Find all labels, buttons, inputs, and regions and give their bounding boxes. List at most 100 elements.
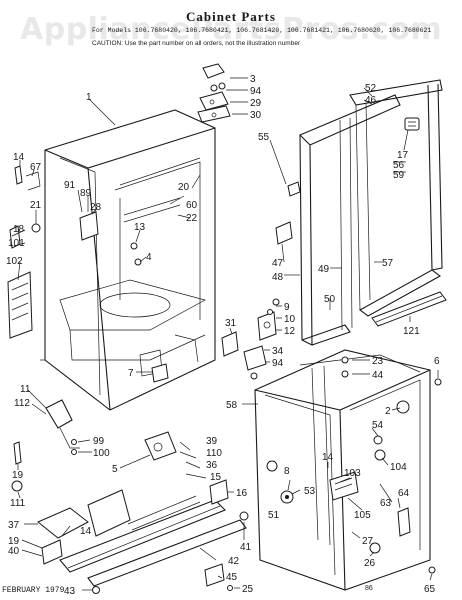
callout-16: 16: [236, 488, 248, 499]
right-cabinet-shell: [254, 349, 431, 591]
roller-43: [92, 586, 100, 594]
control-housing-103: [329, 471, 359, 501]
callout-20: 20: [178, 182, 190, 193]
callout-2: 2: [385, 406, 391, 417]
screw-14: [14, 165, 23, 185]
callout-57: 57: [382, 258, 394, 269]
callout-10: 10: [284, 314, 296, 325]
drain-tube-11: [45, 399, 80, 449]
callout-121: 121: [403, 326, 420, 337]
callout-105: 105: [354, 510, 371, 521]
callout-58: 58: [226, 400, 238, 411]
callout-28: 28: [90, 202, 102, 213]
callout-46: 46: [365, 95, 377, 106]
callout-112: 112: [14, 398, 30, 409]
callout-43: 43: [64, 586, 76, 597]
callout-102: 102: [6, 256, 23, 267]
roller-16: [209, 479, 229, 505]
callout-7: 7: [128, 368, 134, 379]
valve-5: [144, 431, 177, 461]
diagram-title: Cabinet Parts: [186, 9, 276, 24]
clip-55: [287, 181, 301, 197]
callout-23: 23: [372, 356, 384, 367]
rail-39-110: [127, 495, 201, 531]
callout-103: 103: [344, 468, 361, 479]
hinge-34: [243, 345, 267, 380]
gasket-frame-46: [299, 94, 401, 346]
bracket-21: [31, 223, 41, 233]
callout-12: 12: [284, 326, 296, 337]
screw-25: [227, 585, 233, 591]
callout-49: 49: [318, 264, 330, 275]
callout-27: 27: [362, 536, 374, 547]
callout-29: 29: [250, 98, 262, 109]
hinge-screws-94: [210, 82, 226, 92]
roller-26: [369, 542, 381, 554]
base-rail-42: [59, 499, 247, 587]
model-list: For Models 106.7680420, 106.7680421, 106…: [92, 27, 432, 34]
callout-14-top: 14: [13, 152, 25, 163]
callout-37: 37: [8, 520, 20, 531]
callout-18: 18: [13, 224, 25, 235]
callout-19-upper: 19: [12, 470, 24, 481]
callout-60: 60: [186, 200, 198, 211]
gasket-frame-52: [349, 79, 443, 317]
left-cabinet-shell: [40, 109, 216, 411]
drain-pan-37: [37, 489, 131, 539]
bracket-45: [204, 563, 225, 587]
bracket-64: [397, 507, 411, 537]
callout-47: 47: [272, 258, 284, 269]
callout-21: 21: [30, 200, 42, 211]
callout-53: 53: [304, 486, 316, 497]
hinge-29: [199, 91, 229, 111]
callout-39: 39: [206, 436, 218, 447]
callout-63: 63: [380, 498, 392, 509]
callout-54: 54: [372, 420, 384, 431]
screws-9-10: [267, 298, 280, 315]
callout-91: 91: [64, 180, 76, 191]
callout-5: 5: [112, 464, 118, 475]
bracket-47: [275, 221, 293, 245]
callout-31: 31: [225, 318, 237, 329]
clip-99-100: [71, 439, 77, 455]
clip-67: [25, 171, 41, 191]
callout-89: 89: [80, 188, 92, 199]
part-2: [396, 400, 410, 414]
callout-52: 52: [365, 83, 377, 94]
screws-23-44: [341, 356, 349, 378]
callout-111: 111: [10, 498, 26, 509]
light-switch-17: [404, 117, 420, 131]
side-panel-101: [7, 271, 33, 339]
callout-40: 40: [8, 546, 20, 557]
callout-45: 45: [226, 572, 238, 583]
bracket-28: [79, 211, 99, 241]
callout-64: 64: [398, 488, 410, 499]
callout-110: 110: [206, 448, 222, 459]
callout-4: 4: [146, 252, 152, 263]
callout-17: 17: [397, 150, 409, 161]
callout-1: 1: [86, 92, 92, 103]
screw-41: [239, 511, 249, 521]
thermostat-53: [280, 490, 294, 504]
callout-26: 26: [364, 558, 376, 569]
callout-22: 22: [186, 213, 198, 224]
callout-3: 3: [250, 74, 256, 85]
leader-lines: [11, 77, 439, 591]
callout-25: 25: [242, 584, 254, 595]
callout-14-mid: 14: [322, 452, 334, 463]
callout-94-mid: 94: [272, 358, 284, 369]
screw-19-111: [11, 441, 23, 492]
callout-15: 15: [210, 472, 222, 483]
knob-8: [266, 460, 278, 472]
callout-104: 104: [390, 462, 407, 473]
callout-34: 34: [272, 346, 284, 357]
callout-56: 56: [393, 160, 405, 171]
clip-18: [9, 225, 21, 249]
callout-100: 100: [93, 448, 110, 459]
callout-13: 13: [134, 222, 146, 233]
sheet-code: 86: [365, 585, 373, 592]
screw-4: [134, 258, 142, 266]
caution-note: CAUTION: Use the part number on all orde…: [92, 40, 301, 47]
